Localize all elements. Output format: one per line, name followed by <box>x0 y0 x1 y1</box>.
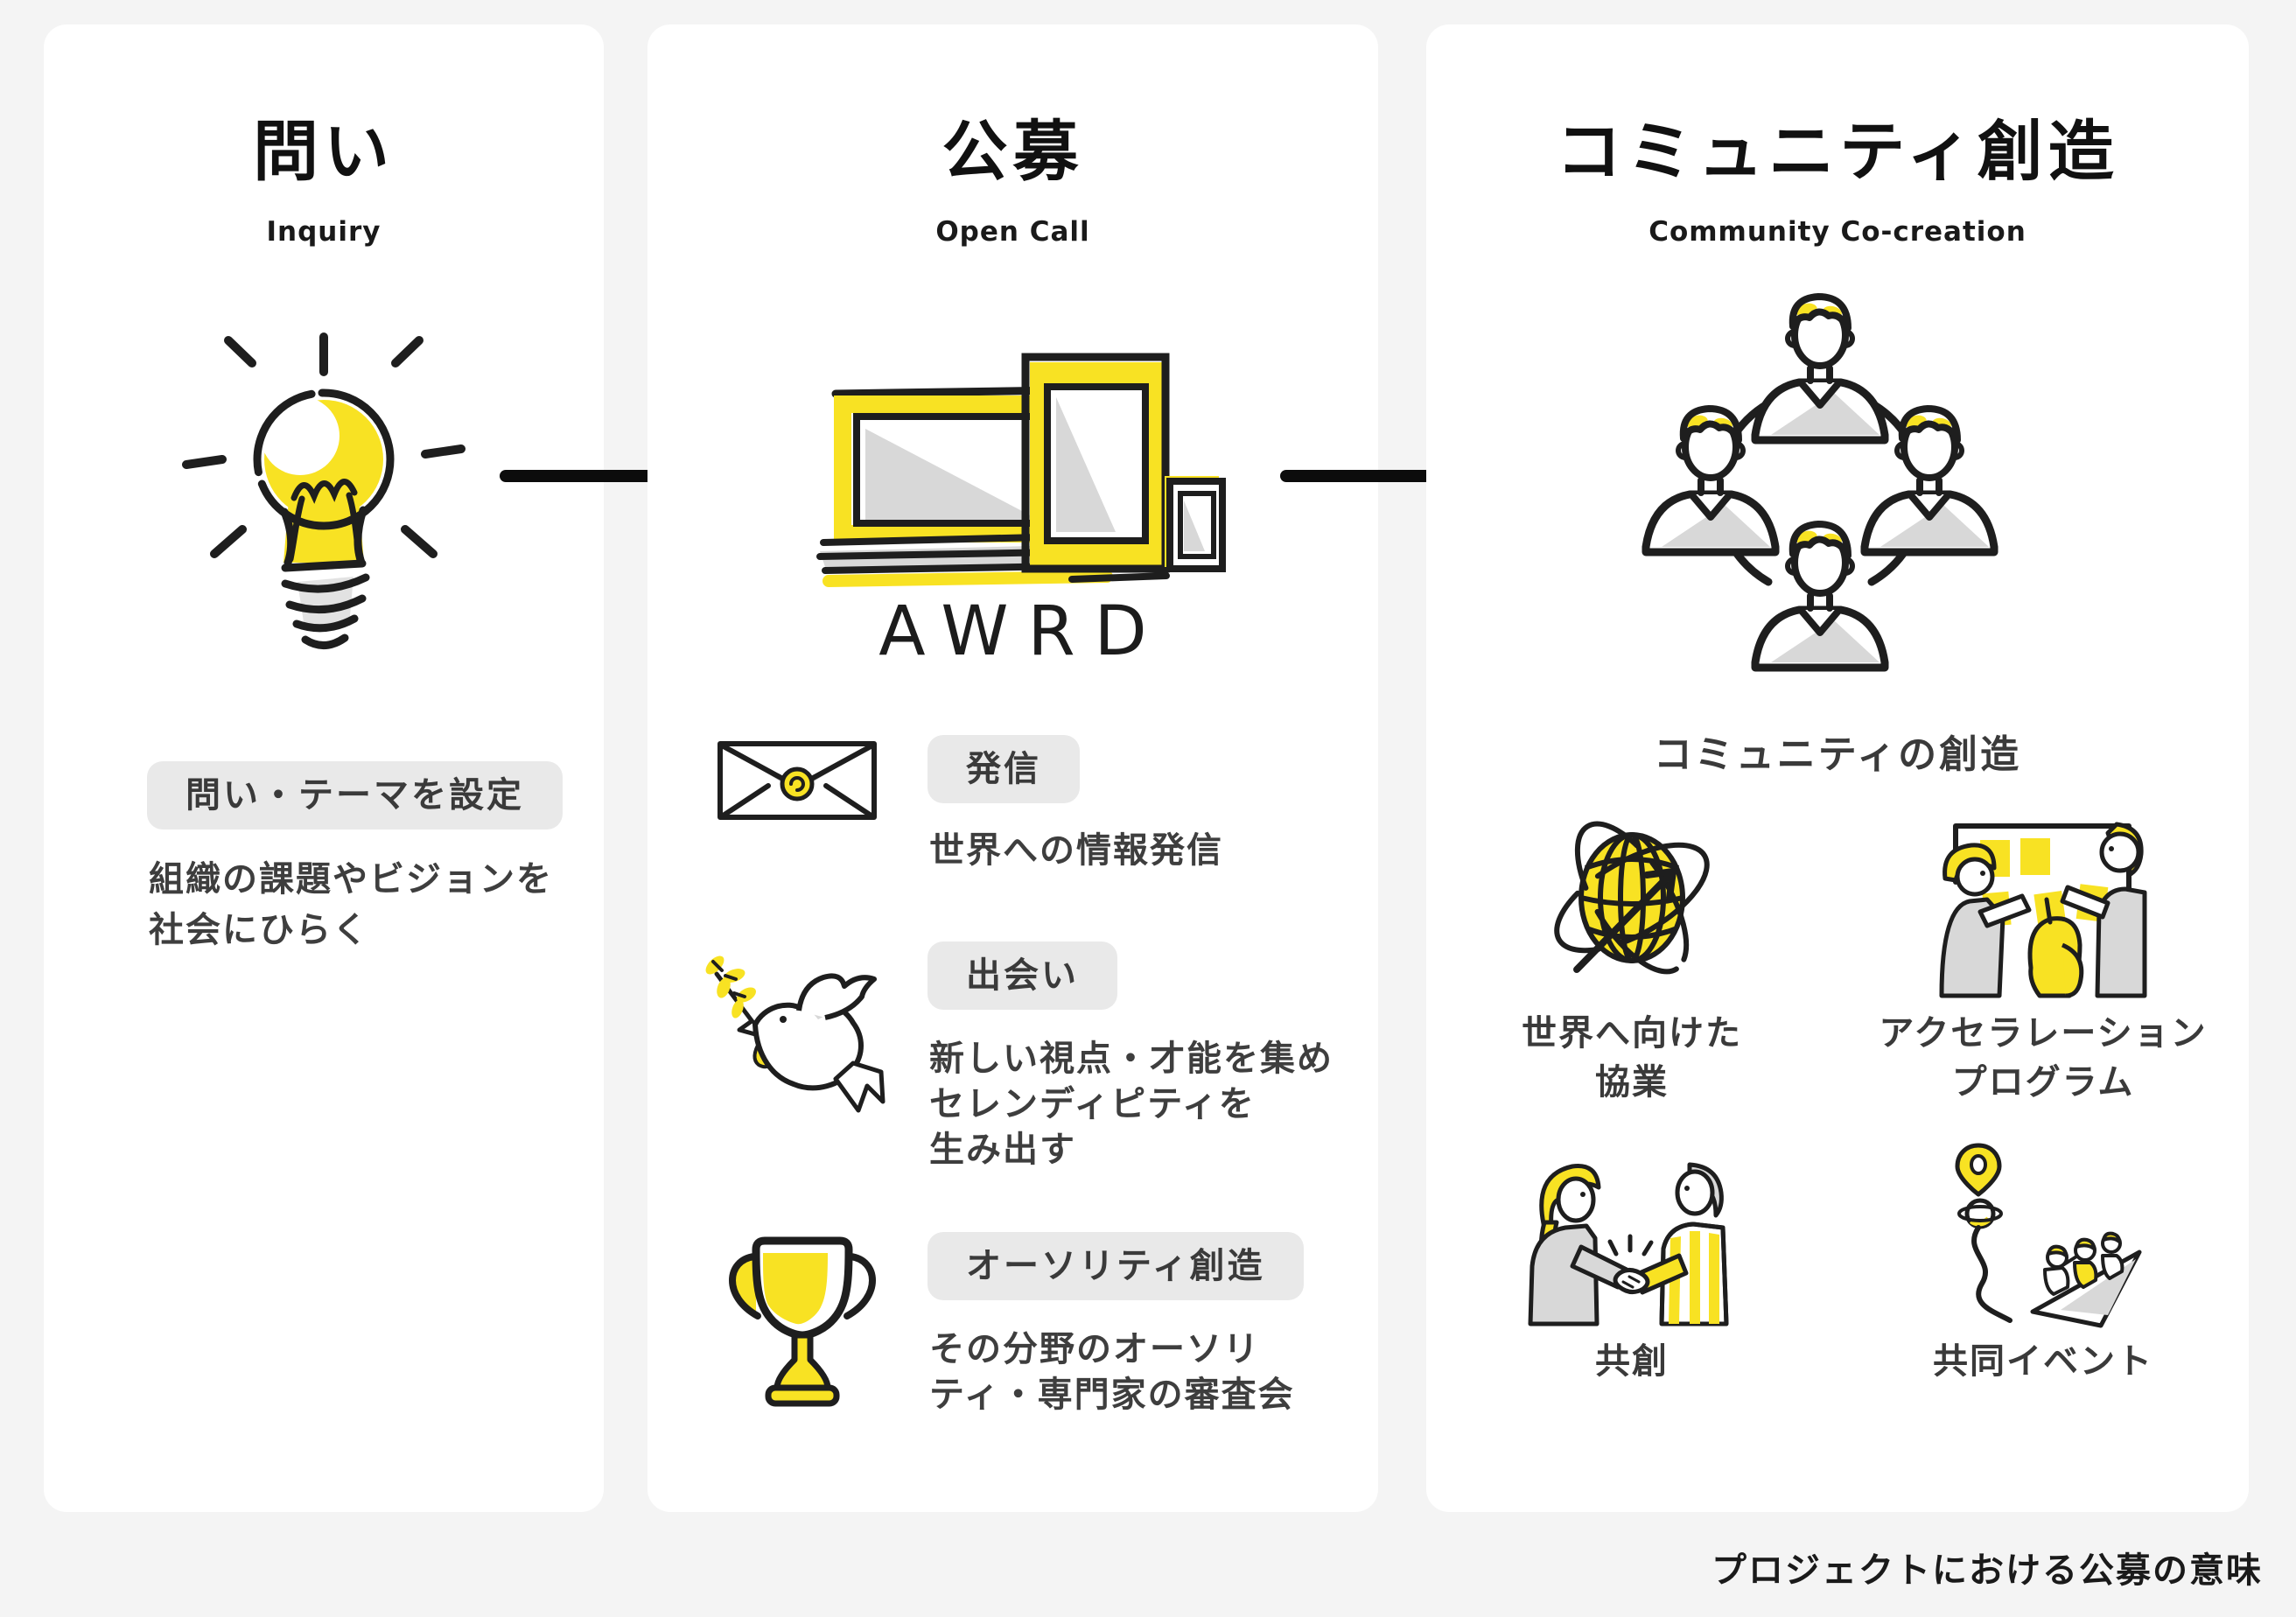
card-inquiry: 問い Inquiry <box>44 24 604 1512</box>
lightbulb-icon <box>158 326 490 668</box>
people-circle-icon <box>1623 291 2017 694</box>
community-item-cocreation: 共創 <box>1448 1140 1816 1386</box>
opencall-desc-1: 世界への情報発信 <box>929 830 1223 871</box>
inquiry-badge: 問い・テーマを設定 <box>147 761 563 830</box>
opencall-badge-1: 発信 <box>928 735 1080 803</box>
arrow-riders-icon <box>1929 1140 2157 1328</box>
inquiry-description: 組織の課題やビジョンを 社会にひらく <box>149 859 553 950</box>
awrd-logo: AWRD <box>878 592 1166 671</box>
opencall-badge-3: オーソリティ創造 <box>928 1232 1304 1300</box>
devices-icon <box>809 350 1229 591</box>
trophy-icon <box>719 1230 886 1418</box>
community-item-collaboration: 世界へ向けた 協業 <box>1448 794 1816 1107</box>
community-title: コミュニティ創造 <box>1556 113 2119 190</box>
opencall-subtitle: Open Call <box>935 216 1090 248</box>
handshake-icon <box>1518 1140 1746 1328</box>
community-item-joint-event: 共同イベント <box>1859 1140 2227 1386</box>
sticky-notes-icon <box>1929 794 2157 1000</box>
card-opencall: 公募 Open Call <box>648 24 1378 1512</box>
card-community: コミュニティ創造 Community Co-creation <box>1426 24 2249 1512</box>
opencall-desc-3: その分野のオーソリ ティ・専門家の審査会 <box>929 1329 1295 1415</box>
globe-icon <box>1540 794 1724 1000</box>
opencall-desc-2: 新しい視点・才能を集め セレンディピティを 生み出す <box>929 1039 1334 1170</box>
dove-icon <box>696 939 906 1149</box>
community-caption: コミュニティの創造 <box>1653 732 2022 777</box>
envelope-icon <box>714 738 880 825</box>
opencall-badge-2: 出会い <box>928 942 1117 1010</box>
community-label-cocreation: 共創 <box>1595 1341 1669 1382</box>
opencall-title: 公募 <box>942 113 1084 190</box>
community-label-acceleration: アクセラレーション プログラム <box>1879 1013 2208 1102</box>
community-subtitle: Community Co-creation <box>1648 216 2026 248</box>
community-item-acceleration: アクセラレーション プログラム <box>1859 794 2227 1107</box>
community-label-joint-event: 共同イベント <box>1933 1341 2153 1382</box>
footer-note: プロジェクトにおける公募の意味 <box>1712 1550 2263 1591</box>
inquiry-subtitle: Inquiry <box>266 216 382 248</box>
inquiry-title: 問い <box>252 113 395 190</box>
community-label-collaboration: 世界へ向けた 協業 <box>1522 1013 1742 1102</box>
